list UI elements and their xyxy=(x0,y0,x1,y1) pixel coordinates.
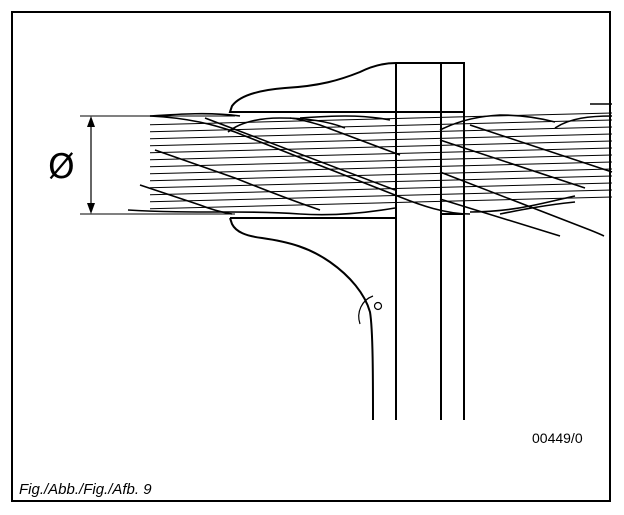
figure-caption: Fig./Abb./Fig./Afb. 9 xyxy=(19,481,152,498)
caliper-beam xyxy=(395,63,465,420)
diameter-dimension-arrow xyxy=(87,116,95,214)
rope-hatching xyxy=(150,112,612,210)
diameter-symbol: Ø xyxy=(48,147,75,187)
drawing-part-number: 00449/0 xyxy=(532,430,583,446)
figure-frame xyxy=(11,11,611,502)
caliper-lower-jaw xyxy=(229,217,374,421)
caliper-upper-jaw xyxy=(228,62,465,113)
pivot-detail xyxy=(358,295,383,325)
